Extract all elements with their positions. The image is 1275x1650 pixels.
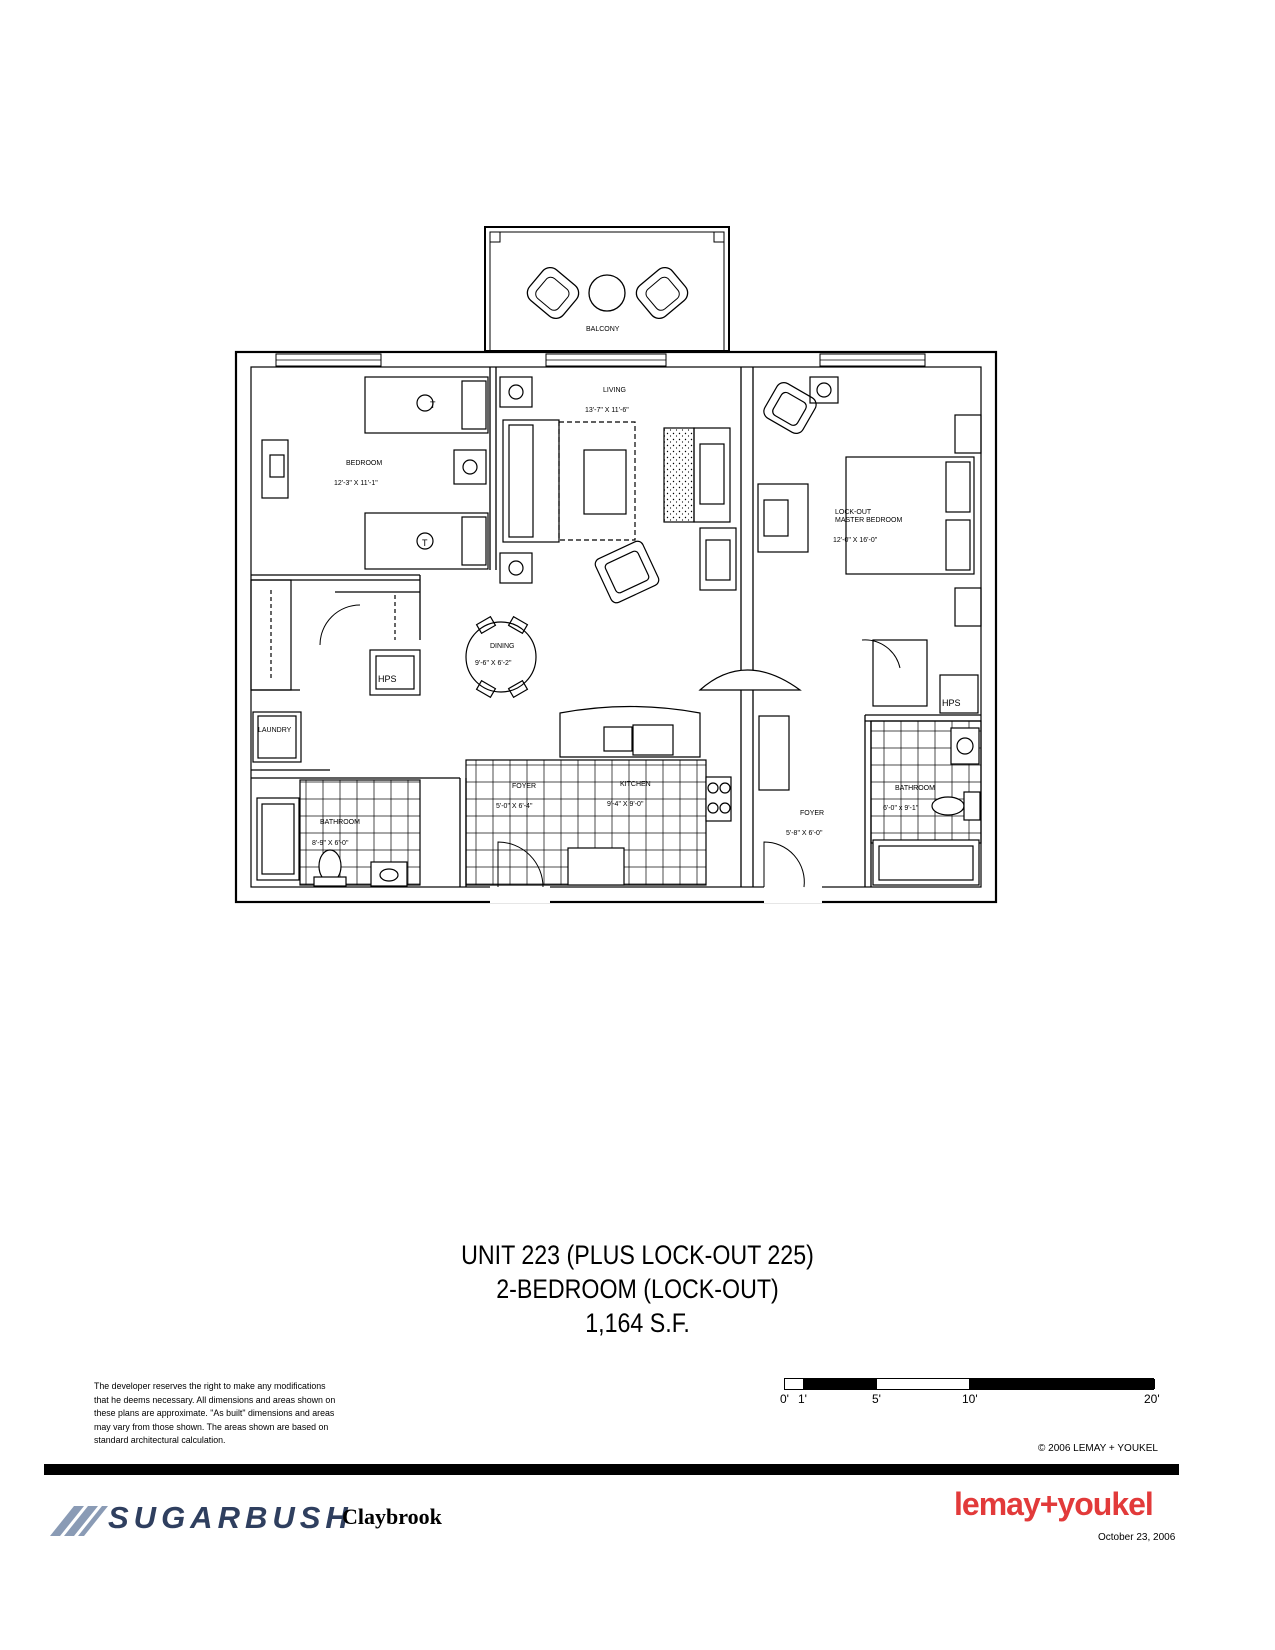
dining-dims: 9'-6" X 6'-2" (475, 660, 512, 667)
floor-plan: BALCONY (234, 226, 998, 904)
scale-label-10: 10' (962, 1392, 978, 1406)
plan-date: October 23, 2006 (1098, 1532, 1176, 1543)
bathroom-right-dims: 6'-0" x 9'-1" (883, 805, 919, 812)
scale-label-0: 0' (780, 1392, 789, 1406)
bed-marker-1: T (430, 400, 436, 410)
scale-seg-4 (969, 1379, 1155, 1389)
kitchen-dims: 9'-4" X 9'-0" (607, 801, 644, 808)
scale-label-20: 20' (1144, 1392, 1160, 1406)
disclaimer-text: The developer reserves the right to make… (94, 1381, 336, 1446)
lockout-label-2: MASTER BEDROOM (835, 517, 902, 524)
unit-title-line1: UNIT 223 (PLUS LOCK-OUT 225) (461, 1240, 814, 1270)
unit-title-line2: 2-BEDROOM (LOCK-OUT) (496, 1274, 779, 1304)
hps-right-label: HPS (942, 698, 961, 708)
foyer-main-label: FOYER (512, 783, 536, 790)
firm-logo: lemay+youkel (954, 1486, 1154, 1522)
bathroom-left (256, 779, 421, 887)
scale-seg-3 (877, 1379, 969, 1389)
interior-walls (251, 367, 981, 887)
closet-left (250, 579, 421, 696)
kitchen-area (465, 669, 802, 886)
lockout-furniture (757, 376, 982, 791)
living-label: LIVING (603, 387, 626, 394)
unit-title: UNIT 223 (PLUS LOCK-OUT 225) 2-BEDROOM (… (0, 1238, 1275, 1340)
bathroom-left-dims: 8'-9" X 6'-0" (312, 840, 349, 847)
sugarbush-logo-icon (50, 1506, 108, 1536)
bathroom-right (870, 720, 982, 886)
door-swings (319, 604, 901, 888)
foyer-main-dims: 5'-0" X 6'-4" (496, 803, 533, 810)
bathroom-left-label: BATHROOM (320, 819, 360, 826)
scale-seg-1 (785, 1379, 804, 1389)
laundry-area (252, 711, 302, 763)
bathroom-right-label: BATHROOM (895, 785, 935, 792)
living-dims: 13'-7" X 11'-6" (585, 407, 629, 414)
dining-label: DINING (490, 643, 515, 650)
scale-label-5: 5' (872, 1392, 881, 1406)
bed-marker-2: T (422, 538, 428, 548)
scale-seg-2 (803, 1379, 877, 1389)
living-furniture (499, 376, 737, 604)
foyer-lockout-dims: 5'-8" X 6'-0" (786, 830, 823, 837)
kitchen-label: KITCHEN (620, 781, 651, 788)
scale-label-1: 1' (798, 1392, 807, 1406)
brand-name: SUGARBUSH (108, 1500, 353, 1535)
balcony-label: BALCONY (586, 326, 620, 333)
bedroom-label: BEDROOM (346, 460, 382, 467)
bedroom-dims: 12'-3" X 11'-1" (334, 480, 378, 487)
lockout-label-1: LOCK-OUT (835, 509, 872, 516)
bedroom-furniture (261, 376, 489, 570)
footer-rule (44, 1464, 1179, 1475)
copyright-text: © 2006 LEMAY + YOUKEL (1038, 1443, 1158, 1454)
laundry-label: LAUNDRY (258, 727, 292, 734)
foyer-lockout-label: FOYER (800, 810, 824, 817)
project-name: Claybrook (342, 1504, 442, 1529)
dining-table (465, 615, 537, 699)
scale-bar-frame (784, 1378, 1155, 1390)
lockout-dims: 12'-0" X 16'-0" (833, 537, 878, 544)
unit-title-line3: 1,164 S.F. (585, 1308, 690, 1338)
hps-left-label: HPS (378, 674, 397, 684)
